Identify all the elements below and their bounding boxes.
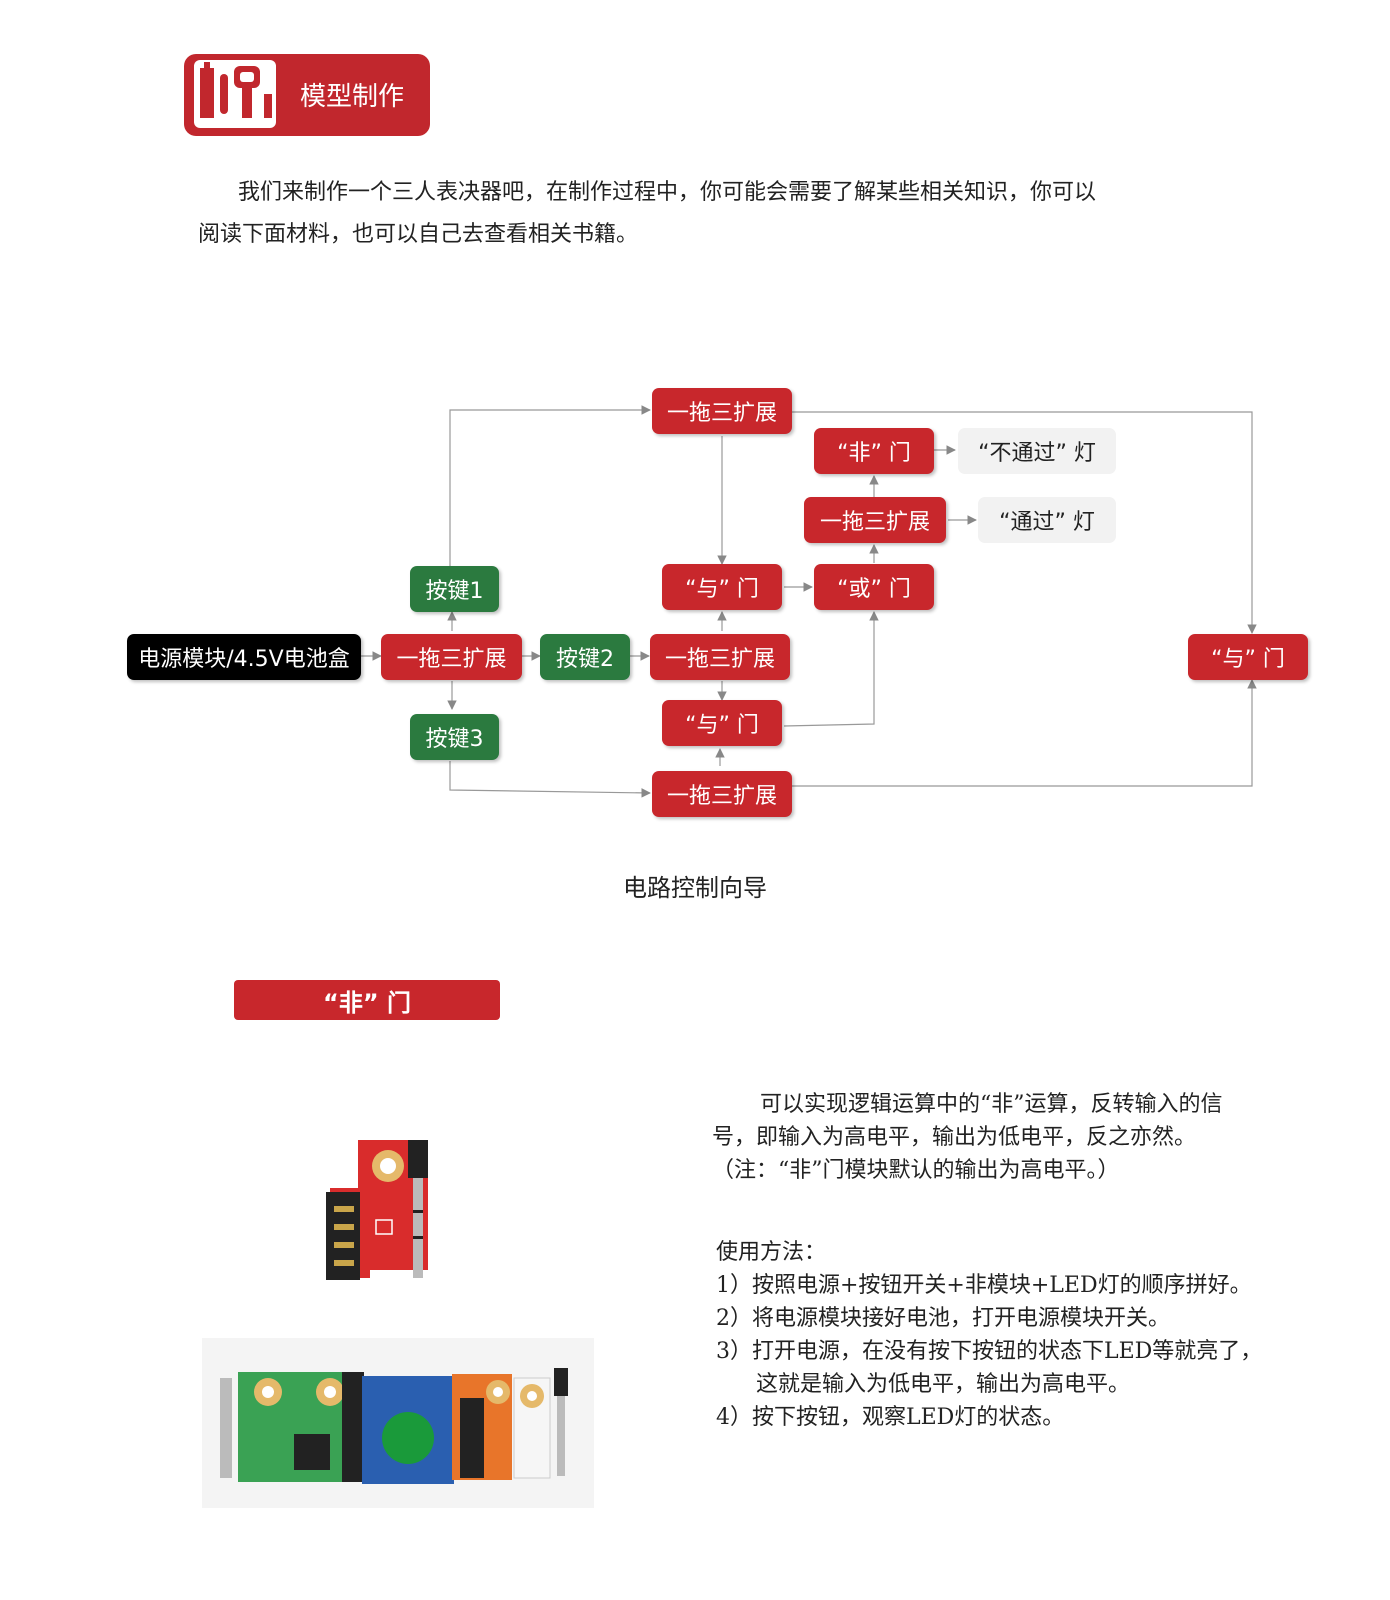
usage-step-2: 2）将电源模块接好电池，打开电源模块开关。 (716, 1306, 1170, 1331)
assembled-modules-image (202, 1338, 594, 1508)
section-header-badge: 模型制作 (184, 54, 430, 136)
splitter-mid-node: 一拖三扩展 (650, 634, 790, 680)
usage-title: 使用方法： (716, 1240, 827, 1265)
section-header-title: 模型制作 (300, 82, 405, 112)
not-gate-node: “非” 门 (814, 428, 934, 474)
usage-step-4: 4）按下按钮，观察LED灯的状态。 (716, 1405, 1065, 1430)
lamp-pass-node: “通过” 灯 (978, 497, 1116, 543)
lamp-fail-node: “不通过” 灯 (958, 428, 1116, 474)
or-gate-node: “或” 门 (814, 564, 934, 610)
not-gate-section-title: “非” 门 (234, 980, 500, 1020)
splitter-bottom-node: 一拖三扩展 (652, 771, 792, 817)
key2-node: 按键2 (540, 634, 630, 680)
splitter-top-node: 一拖三扩展 (652, 388, 792, 434)
diagram-caption: 电路控制向导 (623, 874, 767, 902)
not-gate-description: 可以实现逻辑运算中的“非”运算，反转输入的信号，即输入为高电平，输出为低电平，反… (712, 1088, 1260, 1187)
and-gate-right-node: “与” 门 (1188, 634, 1308, 680)
tools-icon (194, 60, 276, 128)
usage-step-3: 3）打开电源，在没有按下按钮的状态下LED等就亮了，这就是输入为低电平，输出为高… (716, 1339, 1263, 1397)
power-module-node: 电源模块/4.5V电池盒 (127, 634, 361, 680)
key3-node: 按键3 (410, 714, 499, 760)
key1-node: 按键1 (410, 566, 499, 612)
not-gate-module-image (300, 1140, 460, 1290)
intro-paragraph: 我们来制作一个三人表决器吧，在制作过程中，你可能会需要了解某些相关知识，你可以 … (198, 172, 1248, 256)
splitter-or-node: 一拖三扩展 (804, 497, 946, 543)
and-gate-upper-node: “与” 门 (662, 564, 782, 610)
usage-instructions: 使用方法： 1）按照电源+按钮开关+非模块+LED灯的顺序拼好。 2）将电源模块… (716, 1236, 1264, 1434)
intro-line-2: 阅读下面材料，也可以自己去查看相关书籍。 (198, 222, 639, 247)
and-gate-lower-node: “与” 门 (662, 700, 782, 746)
intro-line-1: 我们来制作一个三人表决器吧，在制作过程中，你可能会需要了解某些相关知识，你可以 (238, 180, 1097, 205)
usage-step-1: 1）按照电源+按钮开关+非模块+LED灯的顺序拼好。 (716, 1273, 1252, 1298)
description-paragraph: 可以实现逻辑运算中的“非”运算，反转输入的信号，即输入为高电平，输出为低电平，反… (712, 1092, 1223, 1183)
splitter-main-node: 一拖三扩展 (381, 634, 522, 680)
